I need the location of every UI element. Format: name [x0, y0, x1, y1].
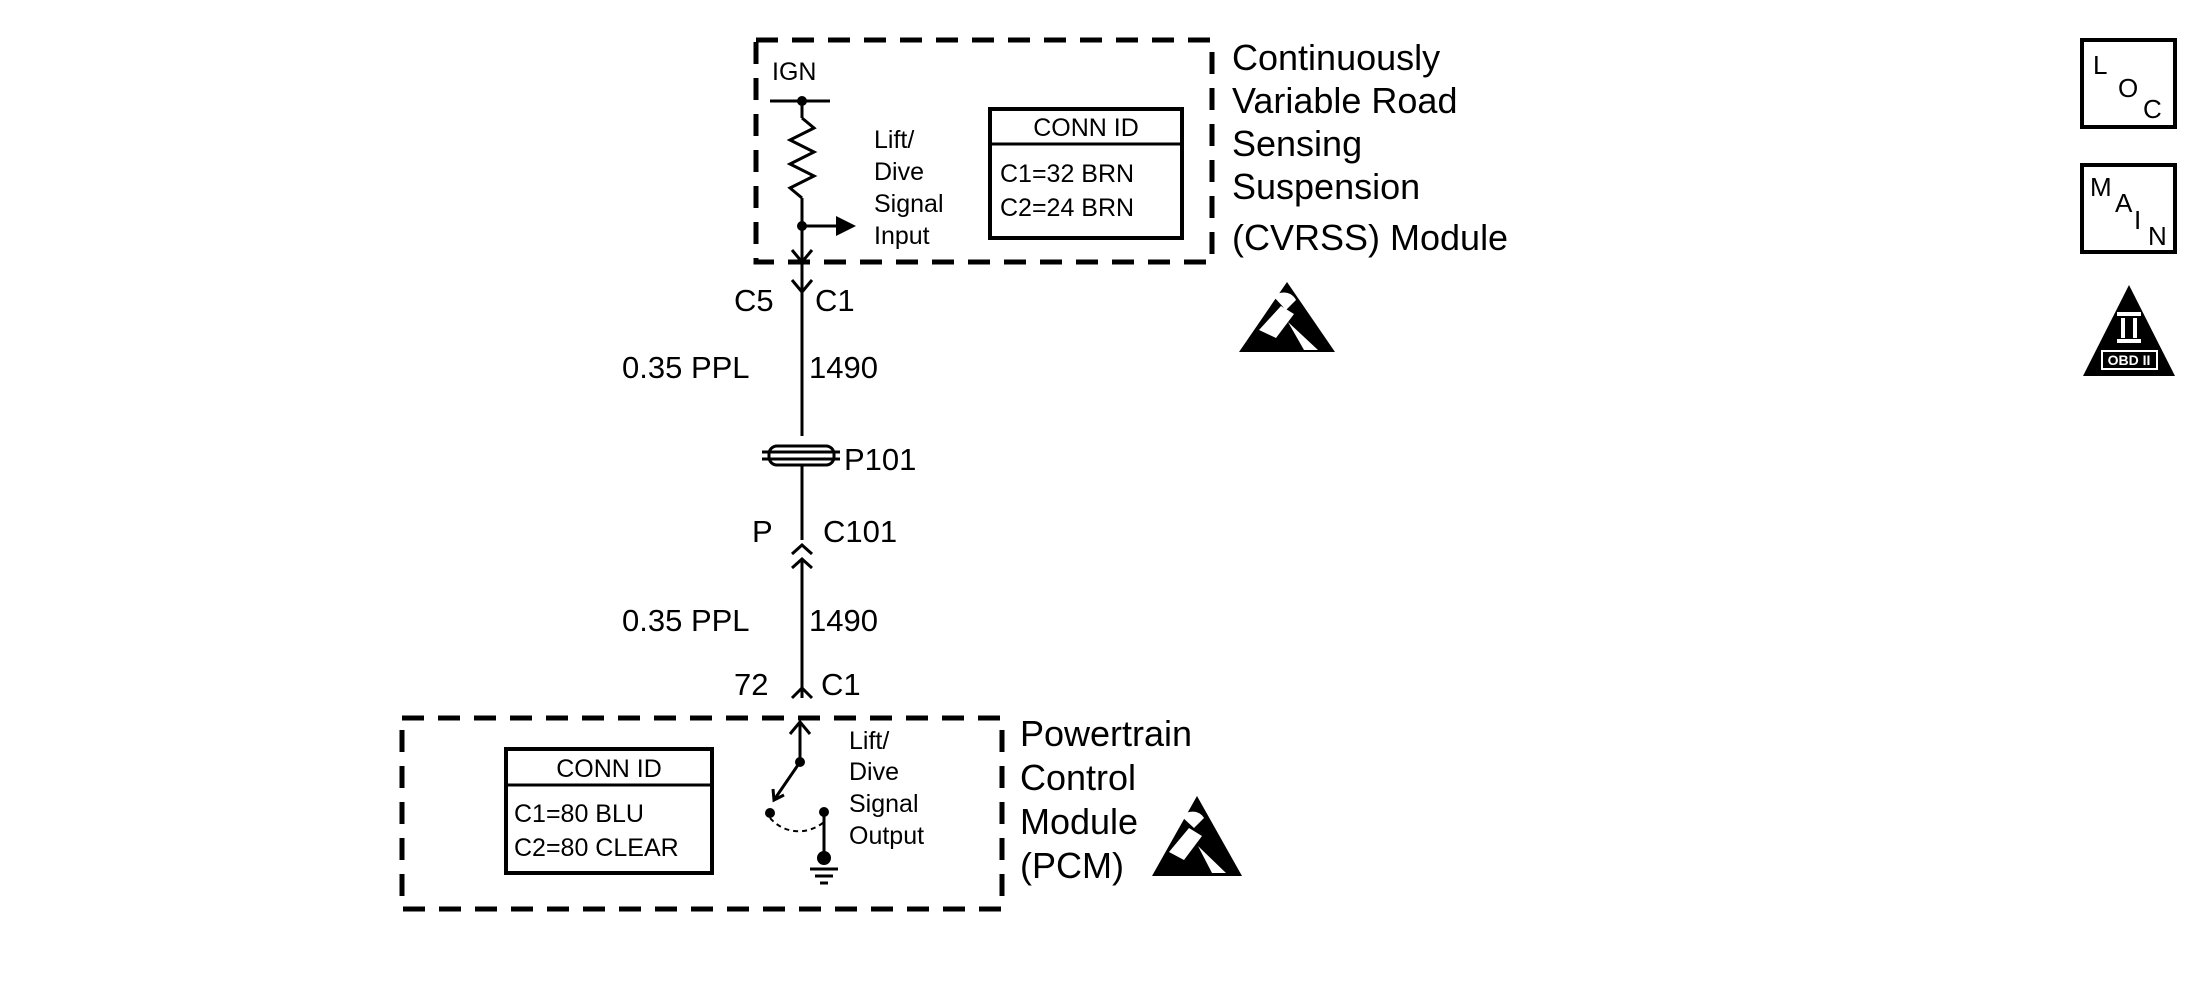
- pullup-resistor: [786, 116, 818, 200]
- location-view-icon[interactable]: L O C: [2080, 38, 2177, 129]
- splice-p101: [762, 444, 840, 467]
- pcm-conn-id-row-1: C1=80 BLU: [514, 800, 644, 828]
- connector-upper-right: C1: [815, 283, 855, 318]
- connector-middle-right: C101: [823, 514, 897, 549]
- svg-text:L: L: [2093, 50, 2107, 80]
- cvrss-conn-id-row-2: C2=24 BRN: [1000, 194, 1134, 222]
- esd-sensitive-icon: [1239, 282, 1335, 352]
- pcm-switch-arm: [772, 761, 802, 801]
- pcm-switch-arm-arrow: [771, 788, 785, 803]
- upper-connector-fork: [790, 279, 814, 295]
- esd-sensitive-icon: [1152, 796, 1242, 876]
- main-menu-icon[interactable]: M A I N: [2080, 163, 2177, 254]
- svg-text:OBD II: OBD II: [2108, 352, 2151, 368]
- pcm-module-boundary: [399, 715, 1005, 912]
- pcm-conn-id-title: CONN ID: [556, 755, 662, 783]
- svg-text:I: I: [2134, 205, 2141, 235]
- obd-ii-icon[interactable]: OBD II: [2083, 285, 2175, 376]
- middle-connector-upper-fork: [790, 542, 814, 556]
- svg-text:C: C: [2143, 94, 2162, 124]
- connector-middle-left: P: [752, 514, 773, 549]
- cvrss-ign-label: IGN: [772, 58, 816, 86]
- lower-wire-size-color: 0.35 PPL: [622, 603, 750, 638]
- upper-wire-size-color: 0.35 PPL: [622, 350, 750, 385]
- cvrss-module-boundary: [753, 37, 1215, 265]
- pcm-signal-label: Lift/ Dive Signal Output: [849, 727, 925, 850]
- pcm-ground-node: [817, 851, 831, 865]
- pcm-switch-actuator-link: [769, 817, 825, 833]
- svg-text:N: N: [2148, 221, 2167, 251]
- connector-upper-left: C5: [734, 283, 774, 318]
- pcm-conn-id-row-2: C2=80 CLEAR: [514, 834, 679, 862]
- lower-connector-fork: [790, 685, 814, 700]
- cvrss-conn-id-box: [988, 107, 1184, 240]
- cvrss-conn-id-title: CONN ID: [1033, 114, 1139, 142]
- cvrss-module-name: Continuously Variable Road Sensing Suspe…: [1232, 37, 1508, 258]
- connector-lower-left: 72: [734, 667, 768, 702]
- svg-text:M: M: [2090, 172, 2112, 202]
- lower-wire-circuit: 1490: [809, 603, 878, 638]
- svg-text:A: A: [2115, 188, 2133, 218]
- upper-wire-circuit: 1490: [809, 350, 878, 385]
- pcm-switch-left-dot: [765, 808, 775, 818]
- connector-lower-right: C1: [821, 667, 861, 702]
- svg-text:O: O: [2118, 73, 2138, 103]
- cvrss-conn-id-row-1: C1=32 BRN: [1000, 160, 1134, 188]
- signal-input-arrow: [836, 216, 856, 236]
- cvrss-signal-label: Lift/ Dive Signal Input: [874, 126, 950, 250]
- pcm-conn-id-box: [504, 747, 714, 875]
- pcm-module-name: Powertrain Control Module (PCM): [1020, 713, 1202, 886]
- splice-label: P101: [844, 442, 916, 477]
